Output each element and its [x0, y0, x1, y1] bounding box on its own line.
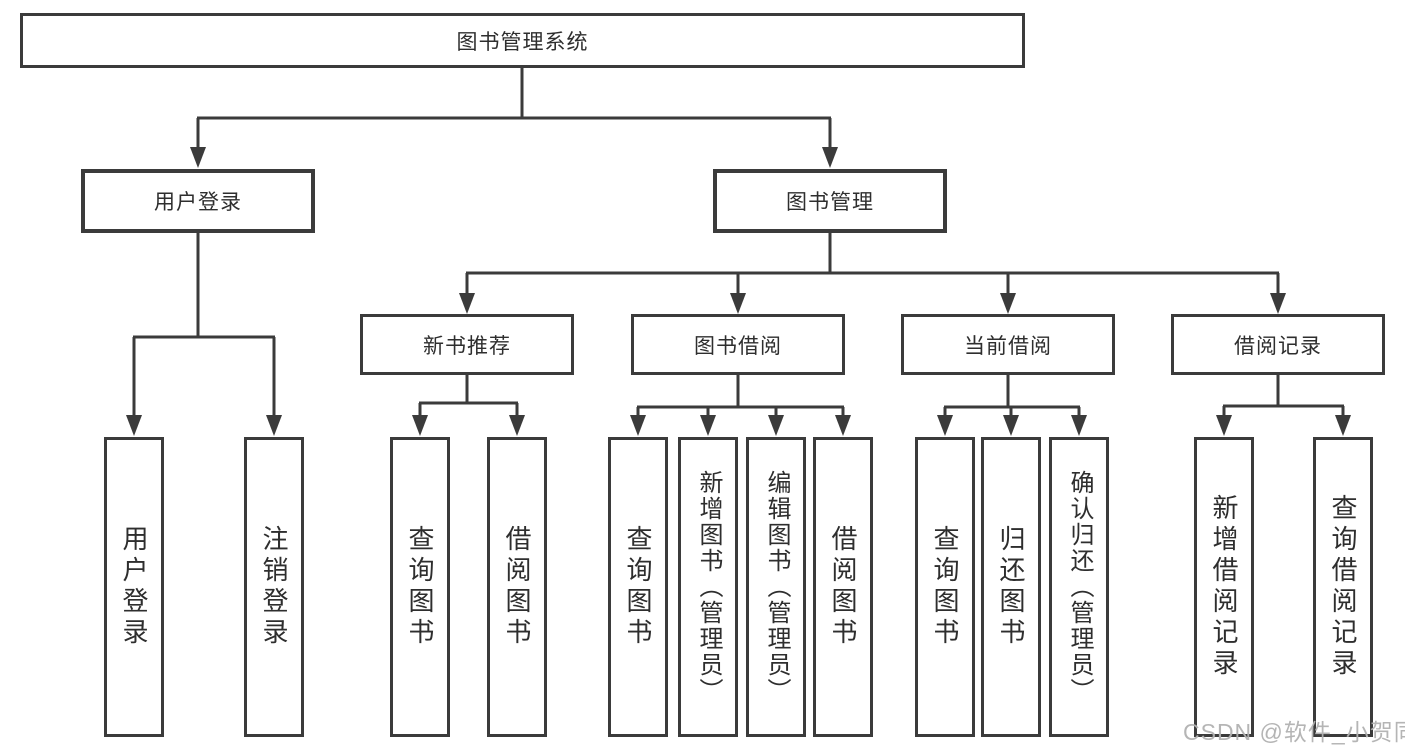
leaf-user-login: 用户登录: [104, 437, 164, 737]
arrowheads: [126, 147, 1351, 436]
node-book-borrowing: 图书借阅: [631, 314, 845, 375]
leaf-add-borrow-record: 新增借阅记录: [1194, 437, 1254, 737]
leaf-add-book-admin: 新增图书（管理员）: [678, 437, 738, 737]
leaf-borrow-books-recommend: 借阅图书: [487, 437, 547, 737]
leaf-query-books-recommend: 查询图书: [390, 437, 450, 737]
leaf-edit-book-admin: 编辑图书（管理员）: [746, 437, 806, 737]
node-current-borrowing: 当前借阅: [901, 314, 1115, 375]
leaf-query-books-borrowing: 查询图书: [608, 437, 668, 737]
node-root-library-system: 图书管理系统: [20, 13, 1025, 68]
leaf-return-books: 归还图书: [981, 437, 1041, 737]
csdn-watermark: CSDN @软件_小贺同学: [1183, 719, 1405, 745]
node-new-book-recommendation: 新书推荐: [360, 314, 574, 375]
leaf-borrow-books-borrowing: 借阅图书: [813, 437, 873, 737]
leaf-query-books-current: 查询图书: [915, 437, 975, 737]
leaf-query-borrow-record: 查询借阅记录: [1313, 437, 1373, 737]
leaf-confirm-return-admin: 确认归还（管理员）: [1049, 437, 1109, 737]
node-borrowing-records: 借阅记录: [1171, 314, 1385, 375]
leaf-logout: 注销登录: [244, 437, 304, 737]
node-user-login: 用户登录: [81, 169, 315, 233]
node-book-management: 图书管理: [713, 169, 947, 233]
